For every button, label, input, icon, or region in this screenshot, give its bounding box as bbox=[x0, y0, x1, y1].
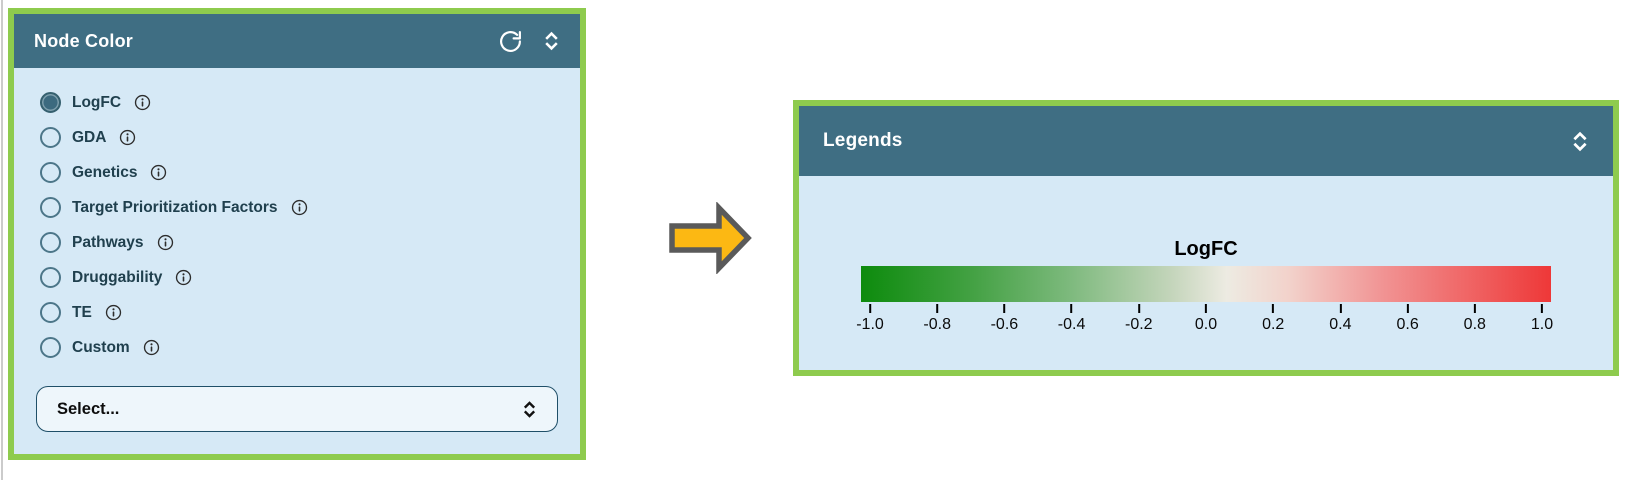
legend-body: LogFC -1.0 -0.8 -0.6 -0.4 -0.2 0.0 0.2 0… bbox=[799, 176, 1613, 338]
collapse-chevron-icon[interactable] bbox=[1571, 130, 1589, 153]
panel-title: Node Color bbox=[34, 30, 133, 51]
radio-option[interactable]: GDA bbox=[40, 120, 580, 155]
radio-button[interactable] bbox=[40, 197, 61, 218]
tick-label: 0.4 bbox=[1329, 316, 1352, 333]
tick-mark bbox=[1339, 304, 1342, 313]
radio-option[interactable]: LogFC bbox=[40, 85, 580, 120]
radio-button[interactable] bbox=[40, 92, 61, 113]
radio-option-label: Pathways bbox=[72, 233, 144, 251]
radio-option[interactable]: Target Prioritization Factors bbox=[40, 190, 580, 225]
colorbar-title: LogFC bbox=[1174, 238, 1238, 260]
radio-option[interactable]: TE bbox=[40, 295, 580, 330]
radio-option-label: Genetics bbox=[72, 163, 138, 181]
radio-option-list: LogFC GDA Genetics bbox=[14, 68, 580, 365]
tick-label: -0.4 bbox=[1057, 316, 1086, 333]
tick-label: -1.0 bbox=[856, 316, 884, 333]
select-value: Select... bbox=[57, 399, 120, 418]
tick-mark bbox=[1205, 304, 1207, 313]
collapse-chevron-icon[interactable] bbox=[543, 30, 560, 52]
tick-label: 0.8 bbox=[1463, 316, 1486, 333]
tick-mark bbox=[1541, 304, 1543, 313]
colorbar-tick: 0.2 bbox=[1262, 304, 1284, 334]
radio-button[interactable] bbox=[40, 337, 61, 358]
panel-title: Legends bbox=[823, 130, 903, 151]
radio-button[interactable] bbox=[40, 267, 61, 288]
colorbar-tick: 1.0 bbox=[1531, 304, 1553, 334]
radio-option-label: TE bbox=[72, 303, 92, 321]
info-icon[interactable] bbox=[134, 94, 151, 111]
info-icon[interactable] bbox=[175, 269, 192, 286]
colorbar-tick: -0.6 bbox=[990, 304, 1019, 334]
logfc-colorbar bbox=[861, 266, 1551, 302]
colorbar-tick: 0.8 bbox=[1464, 304, 1486, 334]
radio-button[interactable] bbox=[40, 127, 61, 148]
radio-option[interactable]: Genetics bbox=[40, 155, 580, 190]
tick-mark bbox=[1137, 304, 1140, 313]
tick-label: 0.0 bbox=[1194, 316, 1218, 333]
colorbar-tick-row: -1.0 -0.8 -0.6 -0.4 -0.2 0.0 0.2 0.4 0.6… bbox=[856, 304, 1553, 338]
info-icon[interactable] bbox=[157, 234, 174, 251]
colorbar-tick: -1.0 bbox=[856, 304, 884, 334]
radio-option-label: GDA bbox=[72, 128, 107, 146]
radio-option[interactable]: Pathways bbox=[40, 225, 580, 260]
info-icon[interactable] bbox=[143, 339, 160, 356]
radio-option-label: Target Prioritization Factors bbox=[72, 198, 278, 216]
colorbar-tick: 0.6 bbox=[1396, 304, 1419, 334]
tick-mark bbox=[868, 304, 871, 313]
radio-button[interactable] bbox=[40, 232, 61, 253]
tick-mark bbox=[1272, 304, 1275, 313]
colorbar-tick: -0.4 bbox=[1057, 304, 1086, 334]
tick-label: 0.2 bbox=[1262, 316, 1285, 333]
tick-mark bbox=[1473, 304, 1476, 313]
tick-label: -0.8 bbox=[923, 316, 951, 333]
custom-attribute-select[interactable]: Select... bbox=[36, 386, 558, 432]
flow-arrow-icon bbox=[666, 201, 754, 279]
tick-label: 1.0 bbox=[1530, 316, 1554, 333]
node-color-header: Node Color bbox=[14, 14, 580, 68]
info-icon[interactable] bbox=[119, 129, 136, 146]
radio-option-label: Druggability bbox=[72, 268, 163, 286]
colorbar-tick: -0.2 bbox=[1125, 304, 1153, 334]
refresh-icon[interactable] bbox=[498, 29, 523, 54]
info-icon[interactable] bbox=[105, 304, 122, 321]
tick-label: -0.2 bbox=[1125, 316, 1153, 333]
radio-option-label: Custom bbox=[72, 338, 130, 356]
radio-option[interactable]: Custom bbox=[40, 330, 580, 365]
node-color-panel: Node Color LogFC bbox=[8, 8, 586, 460]
info-icon[interactable] bbox=[150, 164, 167, 181]
viewport-edge-divider bbox=[1, 0, 3, 480]
tick-mark bbox=[936, 304, 939, 313]
radio-option-label: LogFC bbox=[72, 93, 122, 111]
info-icon[interactable] bbox=[291, 199, 308, 216]
radio-option[interactable]: Druggability bbox=[40, 260, 580, 295]
updown-chevron-icon bbox=[522, 399, 537, 420]
tick-label: 0.6 bbox=[1396, 316, 1419, 333]
tick-mark bbox=[1003, 304, 1006, 313]
legends-header: Legends bbox=[799, 106, 1613, 176]
colorbar-tick: 0.0 bbox=[1195, 304, 1217, 334]
radio-button[interactable] bbox=[40, 302, 61, 323]
tick-mark bbox=[1070, 304, 1073, 313]
tick-mark bbox=[1406, 304, 1409, 313]
colorbar-tick: 0.4 bbox=[1329, 304, 1352, 334]
tick-label: -0.6 bbox=[990, 316, 1019, 333]
colorbar-tick: -0.8 bbox=[923, 304, 951, 334]
legends-panel: Legends LogFC -1.0 -0.8 -0.6 -0.4 -0.2 0… bbox=[793, 100, 1619, 376]
radio-button[interactable] bbox=[40, 162, 61, 183]
